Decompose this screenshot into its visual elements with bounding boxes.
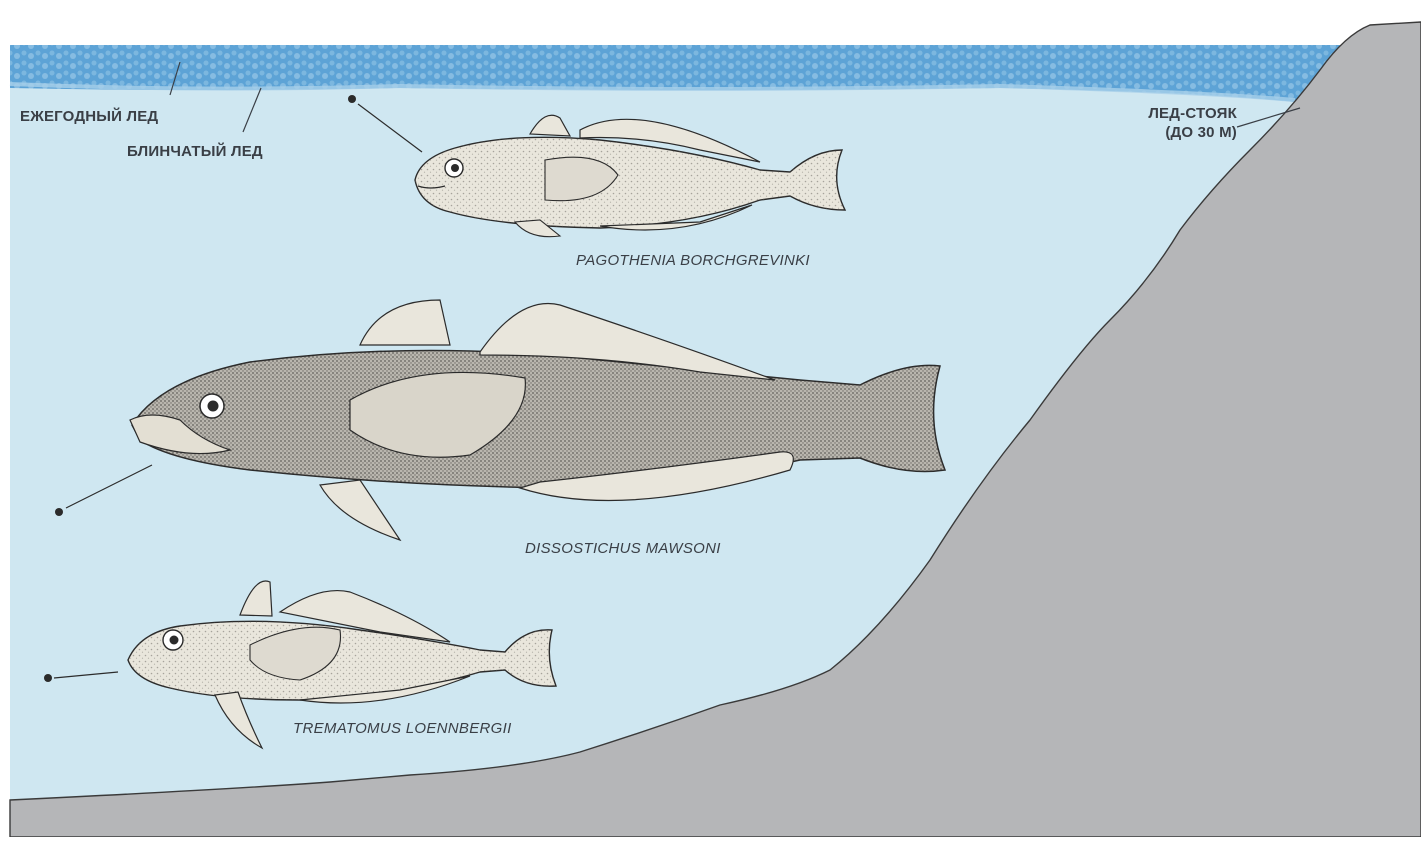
fish-pagothenia-depth-dot — [348, 95, 356, 103]
species-label-pagothenia: PAGOTHENIA BORCHGREVINKI — [576, 252, 810, 269]
anchor-ice-label-line2: (ДО 30 М) — [1117, 123, 1237, 142]
pancake-ice-label: БЛИНЧАТЫЙ ЛЕД — [127, 143, 263, 160]
annual-ice-label: ЕЖЕГОДНЫЙ ЛЕД — [20, 108, 158, 125]
anchor-ice-label-line1: ЛЕД-СТОЯК — [1117, 104, 1237, 123]
fish-trematomus-depth-dot — [44, 674, 52, 682]
anchor-ice-label: ЛЕД-СТОЯК (ДО 30 М) — [1117, 104, 1237, 142]
species-label-dissostichus: DISSOSTICHUS MAWSONI — [525, 540, 721, 557]
fish-dissostichus-depth-dot — [55, 508, 63, 516]
species-label-trematomus: TREMATOMUS LOENNBERGII — [293, 720, 512, 737]
